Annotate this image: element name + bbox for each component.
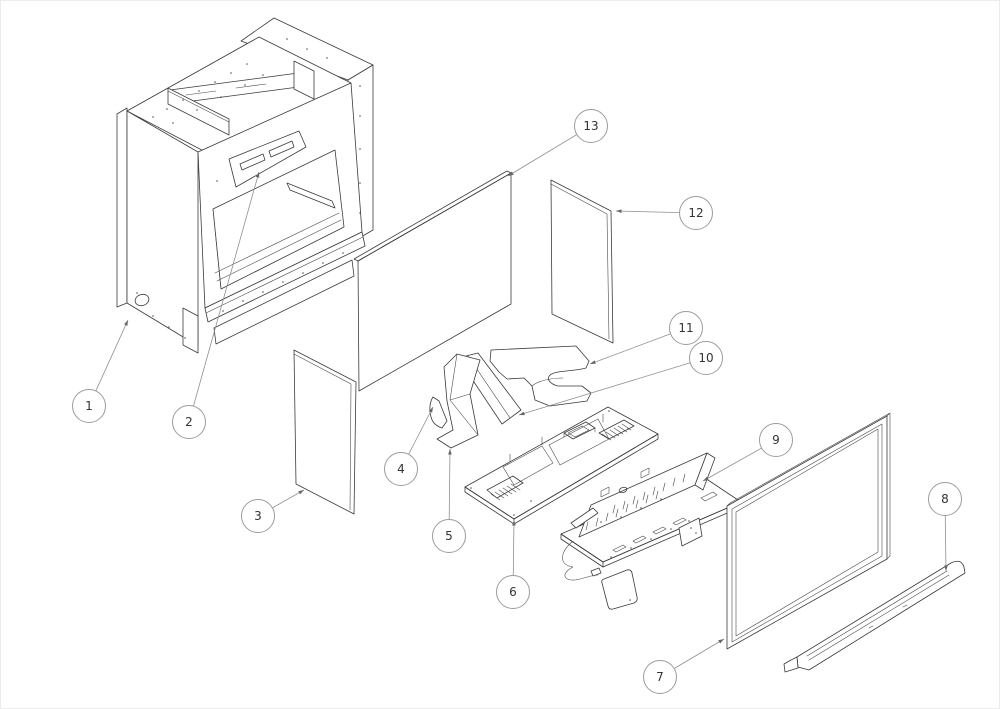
callout-3-number: 3: [254, 509, 262, 523]
callout-8: 8: [928, 482, 962, 572]
callout-5-number: 5: [445, 529, 453, 543]
duct-scoop: [489, 345, 592, 407]
firebox-chassis: [116, 17, 374, 354]
callout-3: 3: [241, 489, 305, 533]
callout-2: 2: [172, 171, 260, 439]
callout-10-number: 10: [698, 351, 713, 365]
callout-11: 11: [589, 311, 703, 365]
callout-7: 7: [643, 638, 725, 694]
callout-6: 6: [496, 519, 530, 609]
callout-2-number: 2: [185, 415, 193, 429]
callout-9: 9: [702, 423, 793, 482]
callouts: 1 2 3 4 5 6 7: [72, 109, 962, 694]
side-panel-right: [550, 179, 614, 344]
callout-10: 10: [518, 341, 723, 416]
callout-5: 5: [432, 448, 466, 553]
glass-front-panel: [726, 412, 891, 650]
folded-deflector: [429, 353, 481, 449]
rear-panel-large: [353, 170, 512, 392]
callout-13: 13: [507, 109, 608, 177]
callout-4-number: 4: [397, 462, 405, 476]
callout-1: 1: [72, 319, 129, 423]
burner-assembly: [560, 452, 742, 610]
trim-strip: [783, 560, 966, 673]
callout-12: 12: [615, 196, 713, 230]
callout-9-number: 9: [772, 433, 780, 447]
callout-13-number: 13: [583, 119, 598, 133]
callout-1-number: 1: [85, 399, 93, 413]
callout-12-number: 12: [688, 206, 703, 220]
callout-4: 4: [384, 406, 434, 486]
side-panel-left: [293, 349, 357, 515]
callout-11-number: 11: [678, 321, 693, 335]
callout-7-number: 7: [656, 670, 664, 684]
callout-6-number: 6: [509, 585, 517, 599]
callout-8-number: 8: [941, 492, 949, 506]
